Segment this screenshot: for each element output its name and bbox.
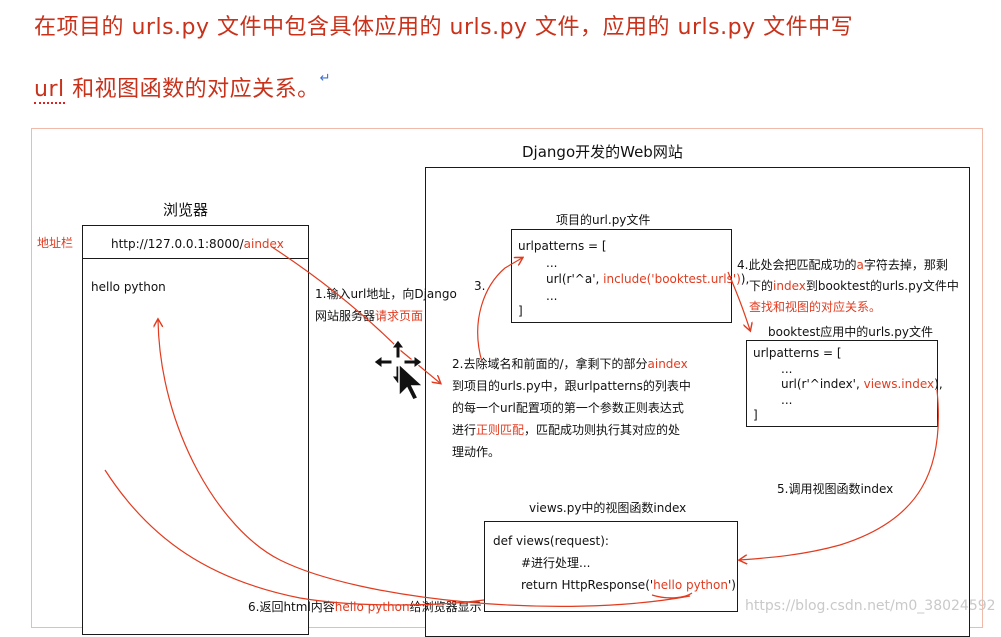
app-urls-line-5: ] — [753, 408, 758, 422]
views-line-2: #进行处理... — [521, 556, 591, 570]
project-urls-line-1: urlpatterns = [ — [518, 239, 607, 253]
http-response-close: ') — [727, 578, 736, 592]
step-4-line-2: 下的index到booktest的urls.py文件中 — [737, 276, 959, 297]
step-4-index: index — [773, 279, 806, 293]
project-urls-box: urlpatterns = [ ... url(r'^a', include('… — [511, 229, 749, 323]
browser-page-content: hello python — [91, 280, 166, 294]
paragraph-mark-icon: ↵ — [319, 71, 332, 86]
app-urls-title: booktest应用中的urls.py文件 — [768, 325, 933, 339]
url-prefix: http://127.0.0.1:8000/ — [111, 237, 244, 251]
header-line-1: 在项目的 urls.py 文件中包含具体应用的 urls.py 文件，应用的 u… — [34, 15, 854, 40]
views-index-ref: views.index — [863, 377, 935, 391]
step-1-line-1: 1.输入url地址，向Django — [315, 287, 457, 301]
step-6-return-html: 6.返回html内容 — [248, 600, 335, 614]
views-line-3: return HttpResponse('hello python') — [521, 576, 736, 594]
http-response-call: return HttpResponse(' — [521, 578, 654, 592]
step-2-line-3: 的每一个url配置项的第一个参数正则表达式 — [452, 401, 684, 415]
header-url-word: url — [34, 77, 65, 104]
step-4-line-1: 4.此处会把匹配成功的a字符去掉，那剩 — [737, 255, 959, 276]
views-box: def views(request): #进行处理... return Http… — [484, 521, 738, 612]
project-urls-line-2: ... — [546, 256, 558, 270]
header-line-2-rest: 和视图函数的对应关系。 — [64, 77, 320, 102]
step-6-text: 6.返回html内容hello python给浏览器显示 — [248, 598, 482, 615]
url-call-close: ), — [934, 377, 943, 391]
step-4-to-booktest: 到booktest的urls.py文件中 — [805, 279, 959, 293]
views-line-1: def views(request): — [493, 534, 609, 548]
step-3-label: 3. — [474, 279, 486, 293]
step-2-aindex: aindex — [647, 357, 688, 371]
step-2-regex-match: 正则匹配 — [476, 423, 525, 437]
app-urls-line-3: url(r'^index', views.index), — [781, 375, 943, 393]
step-2-line-1: 2.去除域名和前面的/，拿剩下的部分aindex — [452, 353, 691, 375]
project-urls-line-5: ] — [518, 304, 523, 318]
step-4-text: 4.此处会把匹配成功的a字符去掉，那剩 下的index到booktest的url… — [737, 255, 959, 318]
step-5-text: 5.调用视图函数index — [777, 482, 894, 496]
step-2-execute: ，匹配成功则执行其对应的处 — [524, 423, 681, 437]
url-call-index: url(r'^index', — [781, 377, 864, 391]
step-2-text: 2.去除域名和前面的/，拿剩下的部分aindex 到项目的urls.py中，跟u… — [452, 353, 691, 463]
site-title: Django开发的Web网站 — [522, 143, 683, 161]
project-urls-title: 项目的url.py文件 — [556, 213, 651, 227]
browser-title: 浏览器 — [163, 201, 209, 219]
address-bar-label: 地址栏 — [37, 236, 74, 250]
step-2-line-4: 进行正则匹配，匹配成功则执行其对应的处 — [452, 419, 691, 441]
address-bar-divider — [83, 258, 308, 259]
app-urls-line-2: ... — [781, 362, 793, 376]
step-4-the: 下的 — [749, 279, 774, 293]
header-line-2: url 和视图函数的对应关系。↵ — [34, 71, 332, 104]
app-urls-box: urlpatterns = [ ... url(r'^index', views… — [746, 340, 943, 427]
app-urls-line-4: ... — [781, 393, 793, 407]
watermark-text: https://blog.csdn.net/m0_38024592 — [745, 598, 996, 614]
step-4-char-a: a — [856, 258, 864, 272]
step-1-line-2: 网站服务器请求页面 — [315, 305, 457, 327]
url-path-aindex: aindex — [243, 237, 284, 251]
step-6-hello-python: hello python — [334, 600, 410, 614]
include-booktest-urls: include('booktest.urls') — [603, 272, 741, 286]
step-4-remove: 4.此处会把匹配成功的 — [737, 258, 857, 272]
step-1-text: 1.输入url地址，向Django 网站服务器请求页面 — [315, 283, 457, 327]
app-urls-line-1: urlpatterns = [ — [753, 346, 842, 360]
step-2-strip-domain: 2.去除域名和前面的/，拿剩下的部分 — [452, 357, 648, 371]
step-1-request-page: 请求页面 — [375, 309, 424, 323]
step-6-display: 给浏览器显示 — [409, 600, 482, 614]
step-1-server: 网站服务器 — [315, 309, 376, 323]
project-urls-line-3: url(r'^a', include('booktest.urls')), — [546, 270, 749, 288]
views-title: views.py中的视图函数index — [529, 501, 687, 515]
step-4-line-3: 查找和视图的对应关系。 — [749, 300, 882, 314]
url-call-a: url(r'^a', — [546, 272, 604, 286]
step-2-line-2: 到项目的urls.py中，跟urlpatterns的列表中 — [452, 379, 691, 393]
step-2-line-5: 理动作。 — [452, 445, 501, 459]
step-2-do: 进行 — [452, 423, 477, 437]
address-bar-url[interactable]: http://127.0.0.1:8000/aindex — [111, 237, 284, 251]
hello-python-literal: hello python — [653, 578, 728, 592]
project-urls-line-4: ... — [546, 289, 558, 303]
step-4-remaining: 字符去掉，那剩 — [863, 258, 948, 272]
